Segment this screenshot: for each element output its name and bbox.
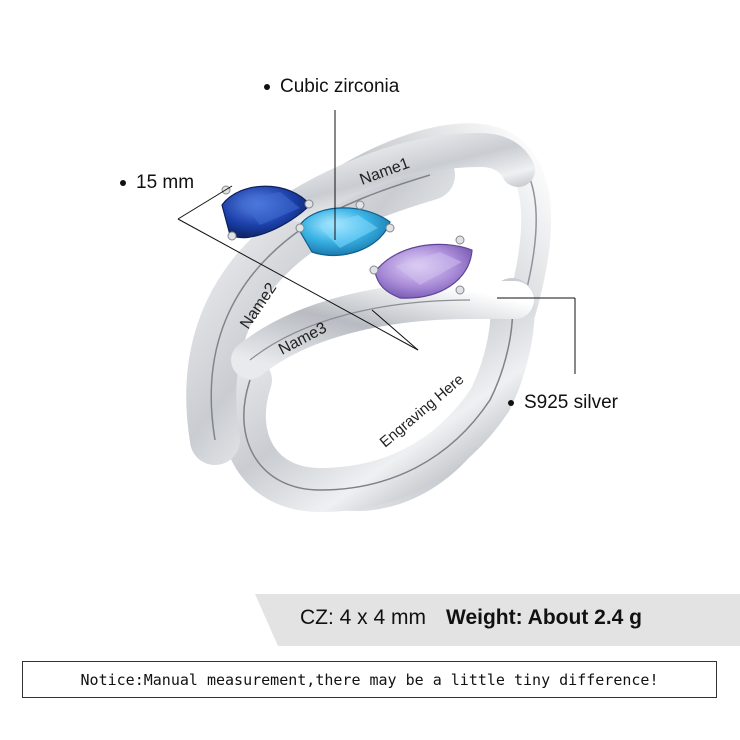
stone-blue xyxy=(221,185,314,241)
bullet-icon xyxy=(264,83,270,90)
size-dimension-line xyxy=(177,185,419,351)
weight-spec: Weight: About 2.4 g xyxy=(446,606,642,629)
bullet-icon xyxy=(508,399,514,406)
silver-label: S925 silver xyxy=(524,392,618,413)
silver-callout: S925 silver xyxy=(508,392,618,414)
ring-band-top xyxy=(283,132,535,222)
cubic-zirconia-callout: Cubic zirconia xyxy=(264,76,399,98)
size-callout: 15 mm xyxy=(120,172,194,194)
notice-box: Notice:Manual measurement,there may be a… xyxy=(22,661,717,698)
cz-size-spec: CZ: 4 x 4 mm xyxy=(300,606,427,629)
stone-aqua xyxy=(295,200,395,256)
spec-band-background xyxy=(255,594,740,646)
bullet-icon xyxy=(120,179,126,186)
stone-purple xyxy=(369,235,473,299)
silver-leader-line xyxy=(497,297,576,374)
size-label: 15 mm xyxy=(136,172,195,193)
spec-row: CZ: 4 x 4 mm Weight: About 2.4 g xyxy=(300,606,642,630)
cubic-zirconia-label: Cubic zirconia xyxy=(280,76,400,97)
notice-text: Notice:Manual measurement,there may be a… xyxy=(80,670,659,689)
